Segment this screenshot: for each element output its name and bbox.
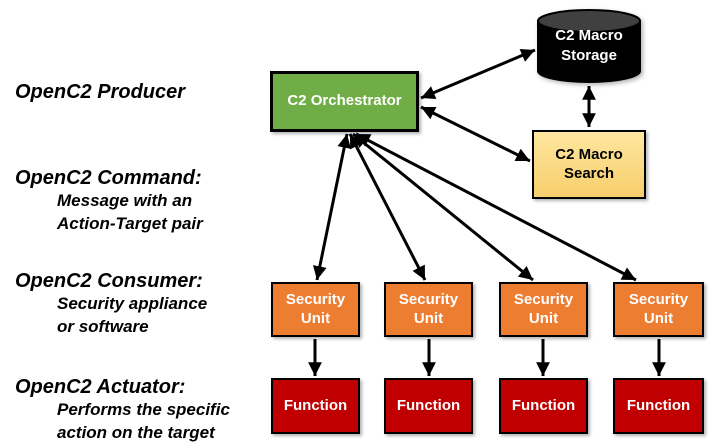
database-cylinder-icon (537, 9, 641, 83)
annotation-consumer-line: Security appliance (57, 294, 208, 313)
arrow-orchestrator-su1 (313, 133, 351, 281)
node-function-1: Function (271, 378, 360, 434)
arrow-orchestrator-su3 (352, 132, 534, 282)
annotation-command-line: Action-Target pair (57, 213, 203, 233)
node-security-unit-label: Security Unit (398, 290, 459, 327)
annotation-consumer: OpenC2 Consumer: Security appliance or s… (15, 269, 207, 339)
arrow-orchestrator-su2 (348, 133, 427, 281)
node-security-unit-3: Security Unit (499, 282, 588, 337)
node-function-label: Function (283, 396, 348, 414)
annotation-producer-heading: OpenC2 Producer (15, 81, 186, 103)
annotation-actuator-line: Performs the specific (57, 400, 230, 419)
arrow-orchestrator-search (420, 105, 531, 163)
node-c2-macro-storage-label: C2 Macro Storage (555, 27, 623, 64)
annotation-command-line: Message with an (57, 191, 193, 210)
node-function-label: Function (396, 396, 461, 414)
node-security-unit-label: Security Unit (513, 290, 574, 327)
node-c2-macro-search: C2 Macro Search (532, 130, 646, 199)
annotation-consumer-heading: OpenC2 Consumer: (15, 270, 203, 292)
annotation-actuator: OpenC2 Actuator: Performs the specific a… (15, 375, 230, 445)
node-security-unit-label: Security Unit (628, 290, 689, 327)
node-security-unit-2: Security Unit (384, 282, 473, 337)
node-function-3: Function (499, 378, 588, 434)
node-c2-macro-search-label: C2 Macro Search (555, 145, 623, 182)
node-security-unit-label: Security Unit (285, 290, 346, 327)
annotation-actuator-heading: OpenC2 Actuator: (15, 376, 186, 398)
annotation-consumer-line: or software (57, 316, 149, 336)
annotation-command-heading: OpenC2 Command: (15, 167, 202, 189)
annotation-producer: OpenC2 Producer (15, 80, 185, 104)
node-c2-orchestrator: C2 Orchestrator (270, 71, 419, 132)
node-c2-macro-storage: C2 Macro Storage (536, 8, 642, 84)
node-function-2: Function (384, 378, 473, 434)
node-c2-orchestrator-label: C2 Orchestrator (287, 92, 402, 110)
node-security-unit-1: Security Unit (271, 282, 360, 337)
annotation-actuator-line: action on the target (57, 422, 215, 442)
node-function-label: Function (511, 396, 576, 414)
node-security-unit-4: Security Unit (613, 282, 704, 337)
annotation-command: OpenC2 Command: Message with an Action-T… (15, 166, 203, 236)
arrow-orchestrator-storage (420, 48, 536, 100)
node-function-label: Function (626, 396, 691, 414)
node-function-4: Function (613, 378, 704, 434)
